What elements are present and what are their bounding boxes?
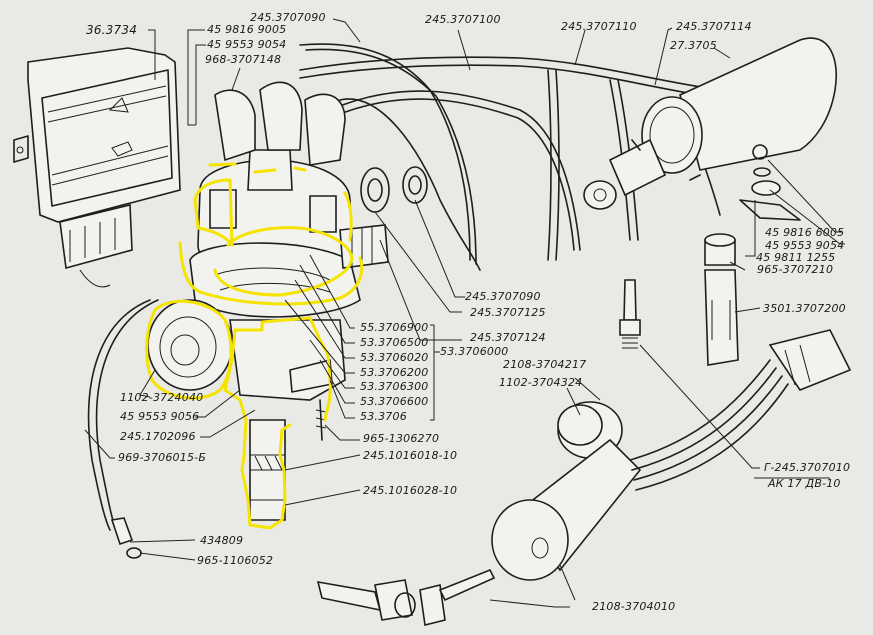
label-45-9811-1255: 45 9811 1255 [756, 251, 836, 264]
label-245-3707100: 245.3707100 [425, 13, 501, 26]
control-unit-drawing [13, 47, 181, 288]
label-53-3706000: 53.3706000 [440, 345, 509, 358]
label-969-3706015-b: 969-3706015-Б [118, 451, 207, 464]
label-45-9553-9054-right: 45 9553 9054 [765, 239, 845, 252]
label-45-9816-6005: 45 9816 6005 [765, 226, 845, 239]
label-45-9553-9054-top: 45 9553 9054 [207, 38, 287, 51]
label-53-3706500: 53.3706500 [360, 336, 429, 349]
leader-lines [84, 18, 845, 608]
keys-drawing [316, 568, 496, 626]
label-245-3707125: 245.3707125 [470, 306, 546, 319]
small-parts-drawing [110, 517, 142, 559]
label-245-3707124: 245.3707124 [470, 331, 546, 344]
label-55-3706900: 55.3706900 [360, 321, 429, 334]
spark-plug-drawing [619, 279, 641, 349]
label-245-1016028-10: 245.1016028-10 [363, 484, 458, 497]
ignition-switch-drawing [491, 329, 852, 581]
label-245-3707110: 245.3707110 [561, 20, 637, 33]
label-27-3705: 27.3705 [670, 39, 717, 52]
label-245-1016018-10: 245.1016018-10 [363, 449, 458, 462]
label-g-245-3707010: Г-245.3707010 [764, 461, 851, 474]
label-36-3734: 36.3734 [86, 23, 138, 37]
label-245-3707090-top: 245.3707090 [250, 11, 326, 24]
label-2108-3704010: 2108-3704010 [592, 600, 676, 613]
label-965-1306270: 965-1306270 [363, 432, 440, 445]
label-ak-17-dv-10: АК 17 ДВ-10 [768, 477, 841, 490]
distributor-drawing [147, 81, 389, 521]
label-245-3707114: 245.3707114 [676, 20, 752, 33]
label-53-3706600: 53.3706600 [360, 395, 429, 408]
label-1102-3724040: 1102-3724040 [120, 391, 204, 404]
label-965-3707210: 965-3707210 [757, 263, 834, 276]
label-45-9816-9005: 45 9816 9005 [207, 23, 287, 36]
label-2108-3704217: 2108-3704217 [503, 358, 587, 371]
plug-cap-drawing [704, 233, 739, 366]
label-245-1702096: 245.1702096 [120, 430, 196, 443]
label-968-3707148: 968-3707148 [205, 53, 282, 66]
label-965-1106052: 965-1106052 [197, 554, 274, 567]
ignition-coil-drawing [583, 37, 837, 221]
label-245-3707090-mid: 245.3707090 [465, 290, 541, 303]
label-1102-3704324: 1102-3704324 [499, 376, 583, 389]
distributor-highlight [145, 162, 364, 530]
label-434809: 434809 [200, 534, 244, 547]
label-53-3706: 53.3706 [360, 410, 407, 423]
label-45-9553-9056: 45 9553 9056 [120, 410, 200, 423]
label-53-3706300: 53.3706300 [360, 380, 429, 393]
label-53-3706020: 53.3706020 [360, 351, 429, 364]
label-3501-3707200: 3501.3707200 [763, 302, 846, 315]
label-53-3706200: 53.3706200 [360, 366, 429, 379]
